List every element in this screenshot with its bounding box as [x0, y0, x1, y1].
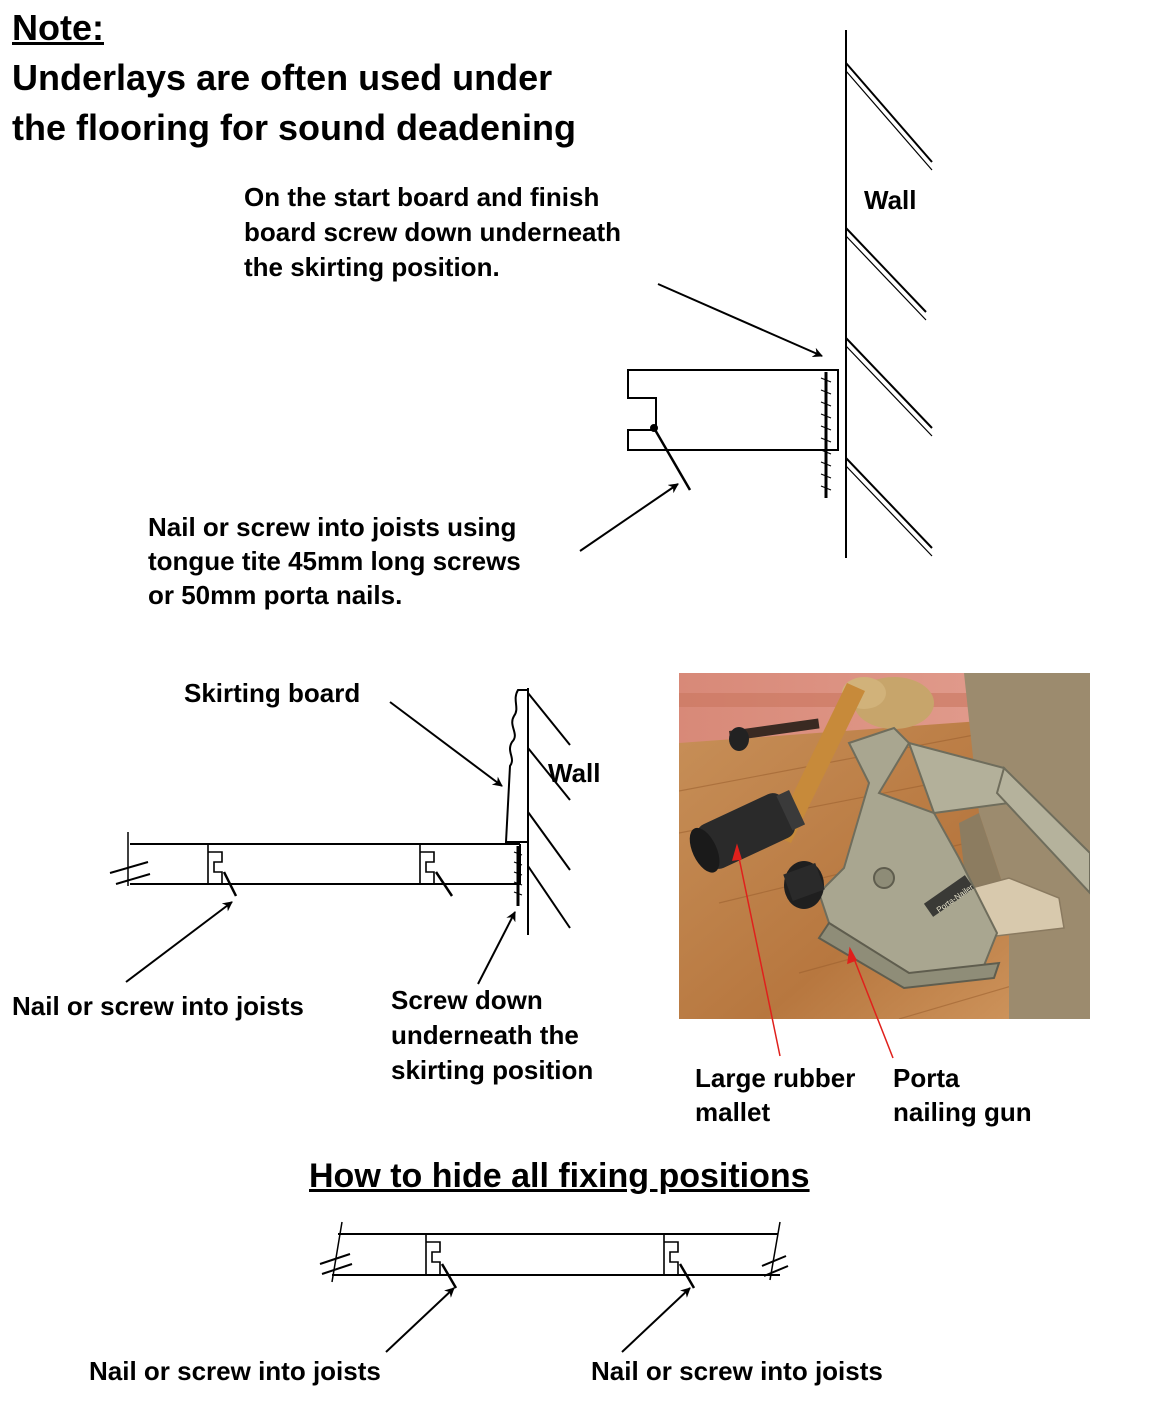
arrow-screw-skirting-middle [477, 911, 516, 985]
nail-joists-label-bottom-left: Nail or screw into joists [89, 1356, 381, 1386]
note-line-1: Underlays are often used under [12, 57, 553, 98]
nailing-gun-label: Porta nailing gun [893, 1063, 1032, 1127]
arrow-skirting-board [389, 701, 503, 787]
note-line-2: the flooring for sound deadening [12, 107, 576, 148]
arrow-nail-joists-middle [125, 901, 233, 983]
arrow-nail-joists-bottom-right [621, 1287, 691, 1353]
pointer-rubber-mallet [736, 847, 781, 1057]
screw-skirting-label: Screw down underneath the skirting posit… [391, 985, 594, 1085]
nail-45mm-label: Nail or screw into joists using tongue t… [148, 512, 521, 610]
floor-boards-bottom [319, 1221, 789, 1289]
pointer-nailing-gun [850, 950, 894, 1059]
note-heading: Note: [12, 7, 104, 48]
arrow-screw-skirting-top [657, 283, 823, 357]
nailing-gun-photo: Porta-Nailer [679, 673, 1090, 1019]
nail-joists-label-bottom-right: Nail or screw into joists [591, 1356, 883, 1386]
start-board-screw-label: On the start board and finish board scre… [244, 182, 622, 282]
start-board-top [627, 369, 839, 498]
arrow-nail-joists-bottom-left [385, 1287, 455, 1353]
hide-fixings-title: How to hide all fixing positions [309, 1157, 810, 1195]
skirting-board-label: Skirting board [184, 678, 361, 708]
floor-boards-middle [109, 832, 523, 906]
wall-top [845, 30, 933, 558]
wall-label-top: Wall [864, 185, 917, 215]
pointer-nailing-gun-head [847, 946, 858, 965]
rubber-mallet-label: Large rubber mallet [695, 1063, 856, 1127]
wall-middle [527, 688, 571, 935]
pointer-rubber-mallet-head [731, 843, 742, 861]
arrow-nail-45mm [579, 483, 679, 552]
skirting-board-shape [504, 689, 528, 843]
nail-joists-label-middle: Nail or screw into joists [12, 991, 304, 1021]
